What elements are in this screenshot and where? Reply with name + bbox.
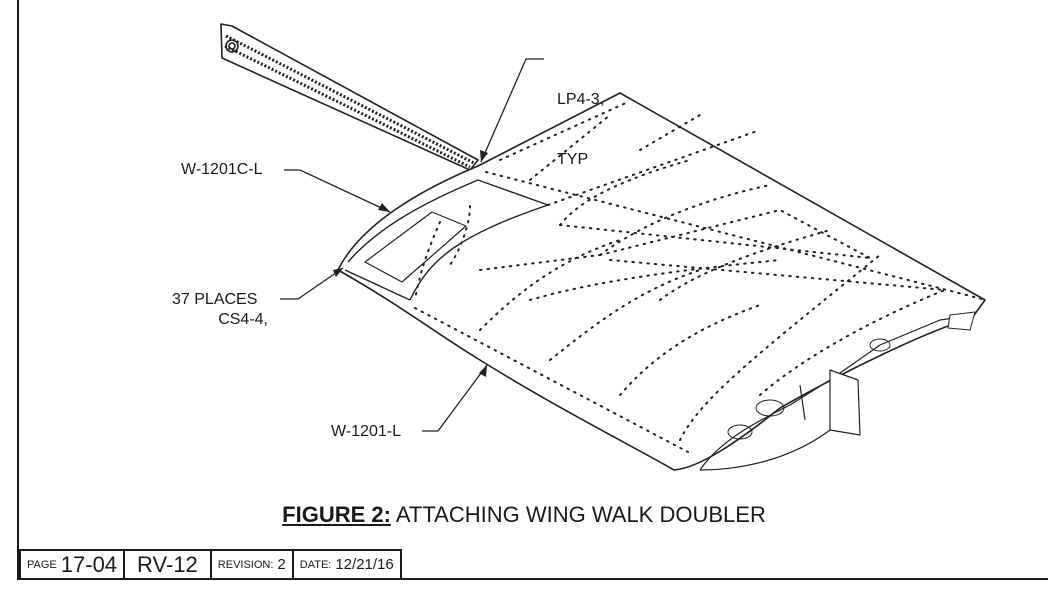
frame-border-left xyxy=(17,0,19,580)
callout-cs4-4-line1: CS4-4, xyxy=(218,311,268,328)
title-block-model: RV-12 xyxy=(123,549,212,578)
date-label: DATE: xyxy=(299,558,332,571)
revision-value: 2 xyxy=(277,556,286,573)
page-number: 17-04 xyxy=(60,551,118,577)
leader-arrowheads xyxy=(333,150,488,377)
callout-lp4-3-line1: LP4-3, xyxy=(557,91,605,108)
model-name: RV-12 xyxy=(137,551,198,577)
date-value: 12/21/16 xyxy=(335,556,394,573)
title-block-date: DATE: 12/21/16 xyxy=(291,549,402,578)
spar-beam xyxy=(220,23,479,171)
callout-w-1201-l: W-1201-L xyxy=(331,423,401,440)
figure-caption-label: FIGURE 2: xyxy=(282,502,391,527)
page-label: PAGE xyxy=(27,558,57,571)
title-block-revision: REVISION: 2 xyxy=(209,549,294,578)
figure-caption-text: ATTACHING WING WALK DOUBLER xyxy=(395,502,766,527)
title-block-page: PAGE 17-04 xyxy=(19,549,126,578)
title-block: PAGE 17-04 RV-12 REVISION: 2 DATE: 12/21… xyxy=(19,549,402,578)
figure-caption: FIGURE 2: ATTACHING WING WALK DOUBLER xyxy=(0,502,1048,528)
callout-cs4-4-places: 37 PLACES xyxy=(172,291,258,308)
leader-lines xyxy=(280,58,544,432)
spar-hole xyxy=(225,39,239,53)
callout-w-1201c-l: W-1201C-L xyxy=(181,161,263,178)
callout-cs4-4: CS4-4, xyxy=(190,270,268,370)
callout-lp4-3-line2: TYP xyxy=(557,151,589,168)
rivet-lines xyxy=(414,101,987,453)
frame-border-bottom xyxy=(17,578,1048,580)
revision-label: REVISION: xyxy=(217,558,274,571)
callout-lp4-3: LP4-3, TYP xyxy=(557,50,604,210)
